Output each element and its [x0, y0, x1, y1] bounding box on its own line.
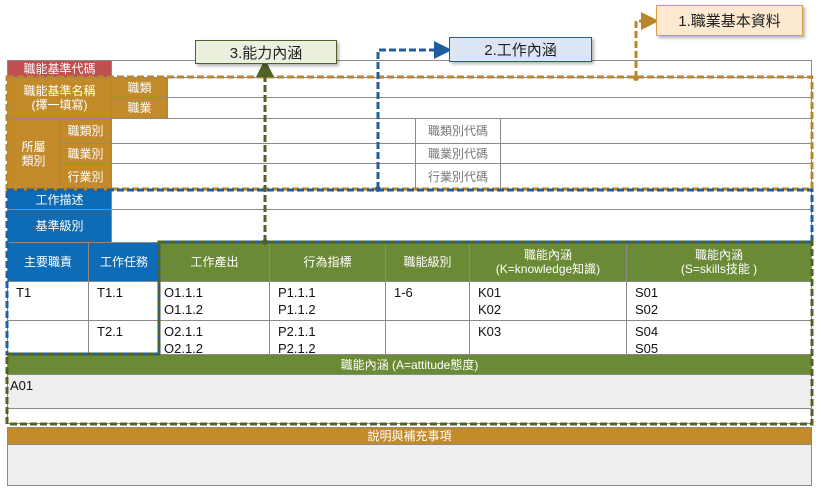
table-cell: [7, 320, 89, 355]
name-sub-occupation-type: 職類: [111, 77, 168, 98]
header-main-duty: 主要職責: [7, 242, 89, 282]
header-indicator: 行為指標: [269, 242, 386, 282]
header-output: 工作產出: [159, 242, 270, 282]
name-type-value[interactable]: [167, 77, 812, 98]
work-desc-value[interactable]: [111, 189, 812, 210]
attitude-value[interactable]: A01: [7, 374, 812, 409]
category-sub: 職類別: [59, 118, 112, 144]
category-value[interactable]: [111, 163, 416, 190]
category-code-value[interactable]: [500, 118, 812, 144]
table-cell: K03: [469, 320, 627, 355]
header-knowledge: 職能內涵 (K=knowledge知識): [469, 242, 627, 282]
attitude-header: 職能內涵 (A=attitude態度): [7, 354, 812, 375]
notes-value[interactable]: [7, 444, 812, 486]
callout-work: 2.工作內涵: [449, 37, 592, 62]
table-cell: T2.1: [88, 320, 160, 355]
category-sub: 行業別: [59, 163, 112, 190]
name-label: 職能基準名稱 (擇一填寫): [7, 77, 112, 119]
category-code-label: 行業別代碼: [415, 163, 501, 190]
category-code-value[interactable]: [500, 143, 812, 164]
table-cell: T1.1: [88, 281, 160, 321]
table-cell: O1.1.1 O1.1.2: [159, 281, 270, 321]
callout-basic: 1.職業基本資料: [656, 5, 803, 36]
attitude-blank[interactable]: [7, 408, 812, 424]
table-cell: P1.1.1 P1.1.2: [269, 281, 386, 321]
category-sub: 職業別: [59, 143, 112, 164]
notes-header: 說明與補充事項: [7, 427, 812, 445]
category-label: 所屬 類別: [7, 118, 60, 190]
category-value[interactable]: [111, 143, 416, 164]
header-level: 職能級別: [385, 242, 470, 282]
level-label: 基準級別: [7, 209, 112, 243]
header-task: 工作任務: [88, 242, 160, 282]
table-cell: K01 K02: [469, 281, 627, 321]
name-occupation-value[interactable]: [167, 97, 812, 119]
work-desc-label: 工作描述: [7, 189, 112, 210]
category-code-label: 職類別代碼: [415, 118, 501, 144]
code-label: 職能基準代碼: [7, 60, 112, 78]
callout-ability: 3.能力內涵: [195, 40, 337, 64]
level-value[interactable]: [111, 209, 812, 243]
table-cell: S01 S02: [626, 281, 812, 321]
table-cell: P2.1.1 P2.1.2: [269, 320, 386, 356]
category-code-label: 職業別代碼: [415, 143, 501, 164]
name-sub-occupation: 職業: [111, 97, 168, 119]
table-cell: T1: [7, 281, 89, 321]
header-skills: 職能內涵 (S=skills技能 ): [626, 242, 812, 282]
table-cell: O2.1.1 O2.1.2: [159, 320, 270, 356]
table-cell: [385, 320, 470, 355]
category-value[interactable]: [111, 118, 416, 144]
table-cell: 1-6: [385, 281, 470, 321]
table-cell: S04 S05: [626, 320, 812, 356]
category-code-value[interactable]: [500, 163, 812, 190]
